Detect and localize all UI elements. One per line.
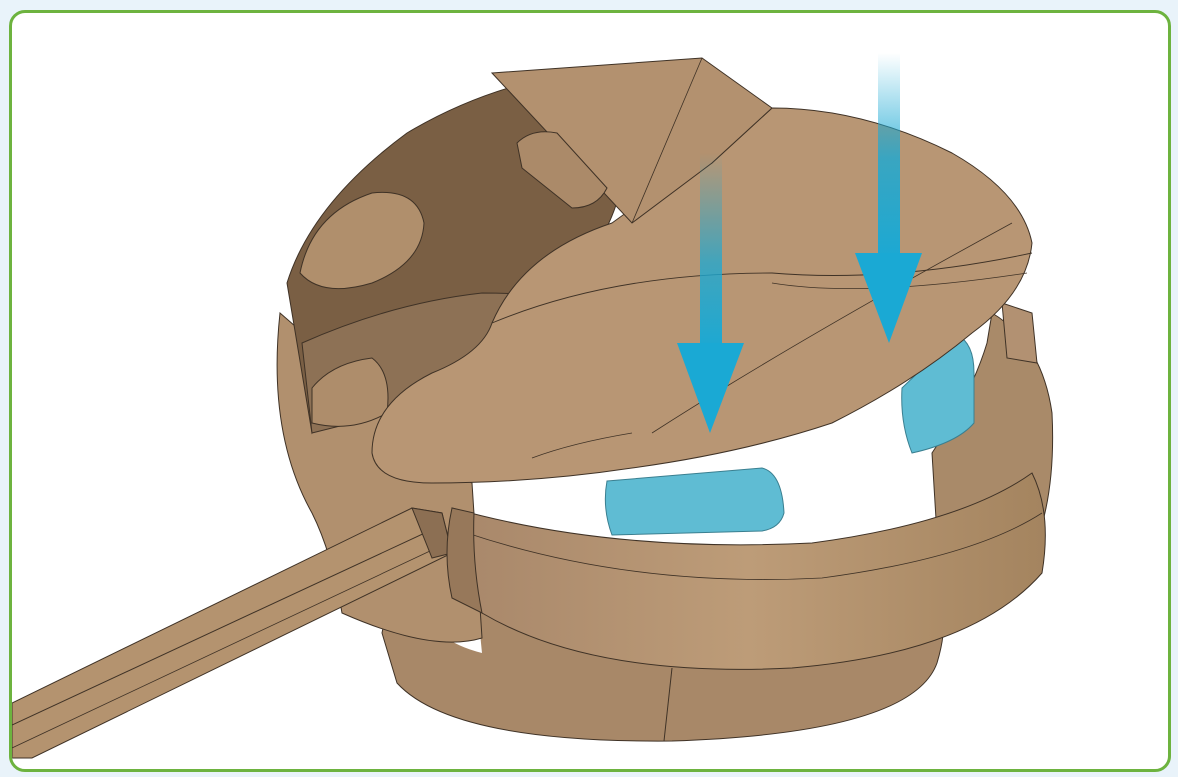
insert-tab-front [605,468,784,535]
turret-illustration [12,13,1168,769]
illustration-frame [9,10,1171,772]
